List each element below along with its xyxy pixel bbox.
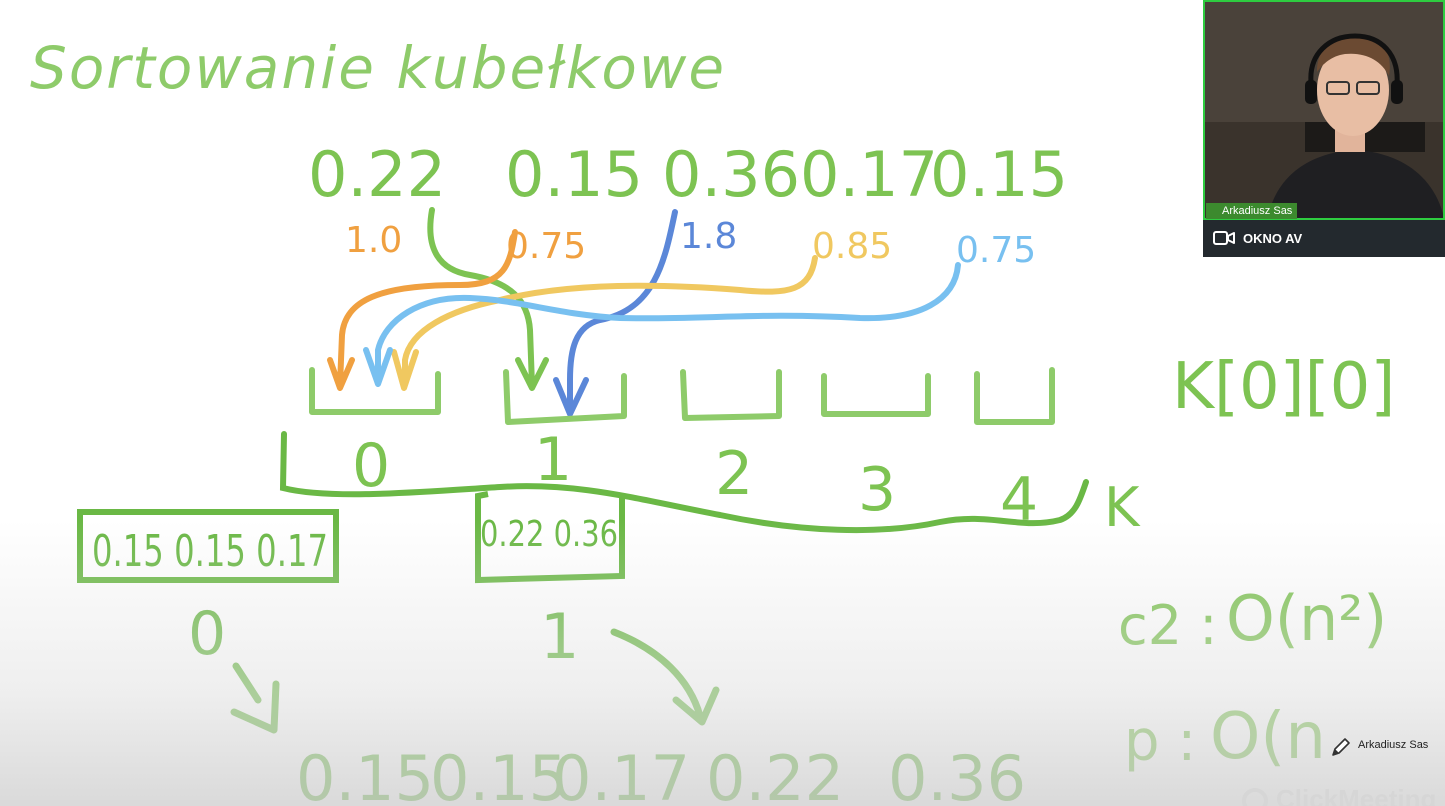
whiteboard-title: Sortowanie kubełkowe bbox=[30, 34, 726, 102]
av-window-label: OKNO AV bbox=[1243, 231, 1303, 246]
bucket-1-contents: 0.22 0.36 bbox=[480, 514, 618, 555]
bucket-3 bbox=[821, 373, 931, 417]
array-name-label: K bbox=[1104, 476, 1141, 539]
input-value: 0.15 bbox=[505, 138, 643, 211]
index-expression: K[0][0] bbox=[1172, 350, 1395, 424]
input-value: 0.15 bbox=[930, 138, 1068, 211]
watermark: ClickMeeting bbox=[1240, 784, 1445, 806]
complexity-worst: O(n²) bbox=[1226, 582, 1387, 655]
arrow-0-15b-to-bucket-0 bbox=[363, 262, 961, 387]
multiplied-value: 1.8 bbox=[680, 216, 737, 257]
pencil-icon bbox=[1332, 738, 1350, 756]
remote-cursor: Arkadiusz Sas bbox=[1330, 736, 1440, 758]
webcam-video[interactable] bbox=[1203, 0, 1445, 220]
input-value: 0.22 bbox=[308, 138, 446, 211]
bucket-index: 2 bbox=[715, 439, 753, 509]
watermark-text: ClickMeeting bbox=[1276, 784, 1437, 806]
bucket-0-contents: 0.15 0.15 0.17 bbox=[92, 526, 328, 577]
bucket-index: 0 bbox=[352, 431, 390, 501]
bucket-indices: 0 1 2 3 4 bbox=[352, 425, 1038, 535]
input-value: 0.36 bbox=[662, 138, 800, 211]
input-value: 0.17 bbox=[800, 138, 938, 211]
multiplied-value: 0.75 bbox=[506, 226, 586, 267]
bucket-1 bbox=[503, 369, 627, 425]
sorted-value: 0.15 bbox=[296, 742, 434, 806]
multiplied-value: 1.0 bbox=[345, 220, 402, 261]
arrow-0-17-to-bucket-0 bbox=[391, 255, 818, 391]
bucket-index: 1 bbox=[534, 425, 572, 495]
bucket-4 bbox=[974, 367, 1055, 425]
input-values: 0.22 0.15 0.36 0.17 0.15 bbox=[308, 138, 1068, 211]
buckets bbox=[309, 367, 1055, 425]
multiplied-values: 1.0 0.75 1.8 0.85 0.75 bbox=[345, 216, 1036, 271]
bucket-index: 3 bbox=[858, 455, 896, 525]
multiplied-value: 0.85 bbox=[812, 226, 892, 267]
bucket-1-box: 0.22 0.36 bbox=[475, 491, 625, 584]
clickmeeting-logo-icon bbox=[1242, 788, 1268, 806]
bucket-index: 4 bbox=[1000, 465, 1038, 535]
bucket-0 bbox=[309, 367, 441, 415]
concat-arrows bbox=[230, 628, 720, 734]
multiplied-value: 0.75 bbox=[956, 230, 1036, 271]
bucket-0-label: 0 bbox=[188, 599, 226, 669]
mapping-arrows bbox=[327, 207, 961, 417]
arrow-bucket-0-down bbox=[230, 662, 280, 734]
remote-cursor-user: Arkadiusz Sas bbox=[1358, 739, 1429, 751]
bucket-0-box: 0.15 0.15 0.17 bbox=[77, 509, 339, 583]
complexity-worst-prefix: c2 : bbox=[1118, 594, 1217, 657]
complexity-avg: O(n bbox=[1210, 700, 1326, 774]
webcam-feed-image bbox=[1205, 2, 1443, 218]
bucket-2 bbox=[680, 369, 782, 421]
sorted-output: 0.15 0.15 0.17 0.22 0.36 bbox=[296, 742, 1026, 806]
arrow-0-22-to-bucket-1 bbox=[427, 207, 549, 391]
arrow-0-15-to-bucket-0 bbox=[327, 229, 518, 391]
sorted-value: 0.22 bbox=[706, 742, 844, 806]
video-camera-icon bbox=[1213, 231, 1235, 245]
participant-name-tag: Arkadiusz Sas bbox=[1206, 203, 1298, 219]
bucket-1-label: 1 bbox=[540, 600, 579, 673]
array-brace bbox=[279, 431, 1089, 534]
complexity-avg-prefix: p : bbox=[1124, 709, 1196, 774]
sorted-value: 0.36 bbox=[888, 742, 1026, 806]
sorted-value: 0.15 bbox=[430, 742, 568, 806]
av-window-bar[interactable]: OKNO AV bbox=[1203, 220, 1445, 257]
sorted-value: 0.17 bbox=[552, 742, 690, 806]
arrow-bucket-1-down bbox=[610, 628, 720, 726]
